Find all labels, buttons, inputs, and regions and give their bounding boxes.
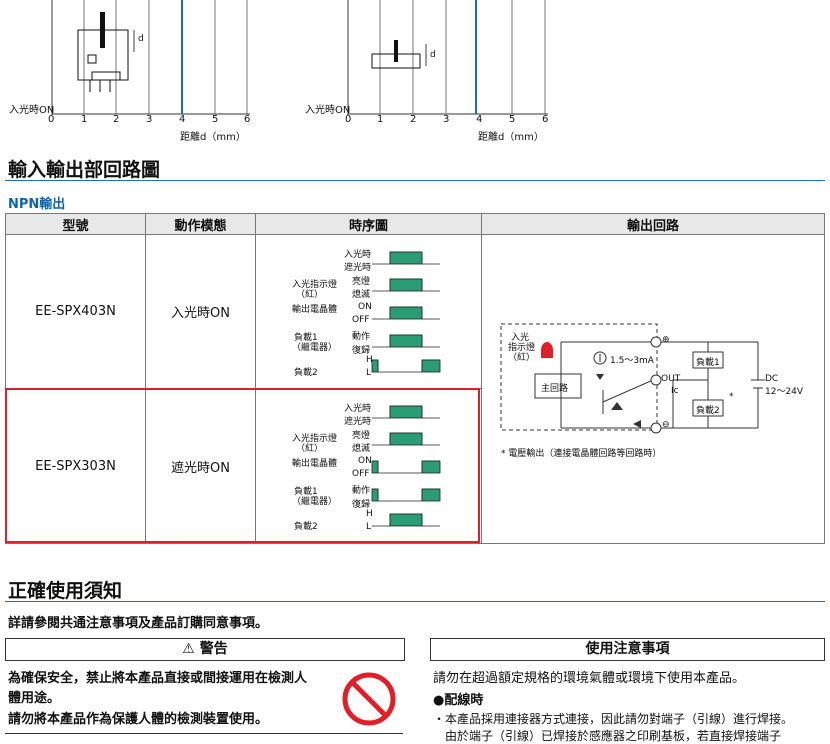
safety-intro: 詳請參閱共通注意事項及產品訂購同意事項。	[8, 616, 269, 631]
model-cell: EE-SPX303N	[5, 388, 146, 544]
warning-triangle-icon: ⚠	[182, 641, 195, 657]
table-header-row: 型號 動作模態 時序圖 輸出回路	[5, 213, 825, 235]
highlight-box	[5, 388, 480, 543]
usage-header: 使用注意事項	[430, 638, 825, 661]
section-title-io: 輸入輸出部回路圖	[8, 159, 161, 181]
y-label-right: 入光時ON	[305, 105, 351, 116]
d-label-left: d	[138, 34, 144, 44]
timing-diagram-2: 入光時 遮光時 入光指示燈 （紅） 亮燈 熄滅 輸出電晶體 ON OFF 負載1…	[260, 398, 480, 538]
circuit-cell	[481, 234, 825, 544]
header-timing: 時序圖	[255, 213, 482, 235]
section-title-safety: 正確使用須知	[8, 580, 123, 602]
output-circuit: 入光 指示燈 （紅） 主回路 1.5～3mA ⊕ OUT Ic ⊖ 負載1 負載…	[493, 320, 823, 460]
x-label-left: 距離d（mm）	[180, 132, 246, 143]
timing-cell-2	[255, 388, 482, 544]
wiring-title: ●配線時	[433, 693, 484, 708]
distance-chart-left	[51, 0, 250, 115]
warning-line-3: 請勿將本產品作為保護人體的檢測裝置使用。	[8, 712, 269, 727]
model-cell: EE-SPX403N	[5, 234, 146, 389]
prohibition-icon	[342, 672, 396, 726]
section-rule	[5, 180, 825, 181]
header-model: 型號	[5, 213, 146, 235]
warning-line-2: 體用途。	[8, 691, 61, 706]
warning-header: ⚠ 警告	[5, 638, 405, 661]
y-label-left: 入光時ON	[9, 105, 55, 116]
circuit-footnote: * 電壓輸出（連接電晶體回路等回路時）	[501, 449, 662, 459]
distance-chart-right	[347, 0, 548, 115]
section-rule	[5, 601, 825, 602]
header-mode: 動作模態	[145, 213, 256, 235]
mode-cell: 入光時ON	[145, 234, 256, 389]
table-row: EE-SPX403N 入光時ON	[5, 234, 825, 544]
header-circuit: 輸出回路	[481, 213, 825, 235]
usage-line-1: 請勿在超過額定規格的環境氣體或環境下使用本產品。	[433, 671, 746, 686]
x-label-right: 距離d（mm）	[478, 132, 544, 143]
wiring-line-1: ・本產品採用連接器方式連接，因此請勿對端子（引線）進行焊接。	[433, 712, 794, 726]
mode-cell: 遮光時ON	[145, 388, 256, 544]
d-label-right: d	[430, 50, 436, 60]
npn-subtitle: NPN輸出	[8, 197, 66, 212]
divider	[5, 733, 403, 734]
timing-diagram-1: 入光時 遮光時 入光指示燈 （紅） 亮燈 熄滅 輸出電晶體 ON OFF 負載1…	[260, 244, 480, 384]
warning-line-1: 為確保安全，禁止將本產品直接或間接運用在檢測人	[8, 671, 308, 686]
io-table: 型號 動作模態 時序圖 輸出回路 EE-SPX403N 入光時ON EE-SPX…	[5, 213, 825, 544]
table-row: EE-SPX303N 遮光時ON	[5, 388, 825, 544]
